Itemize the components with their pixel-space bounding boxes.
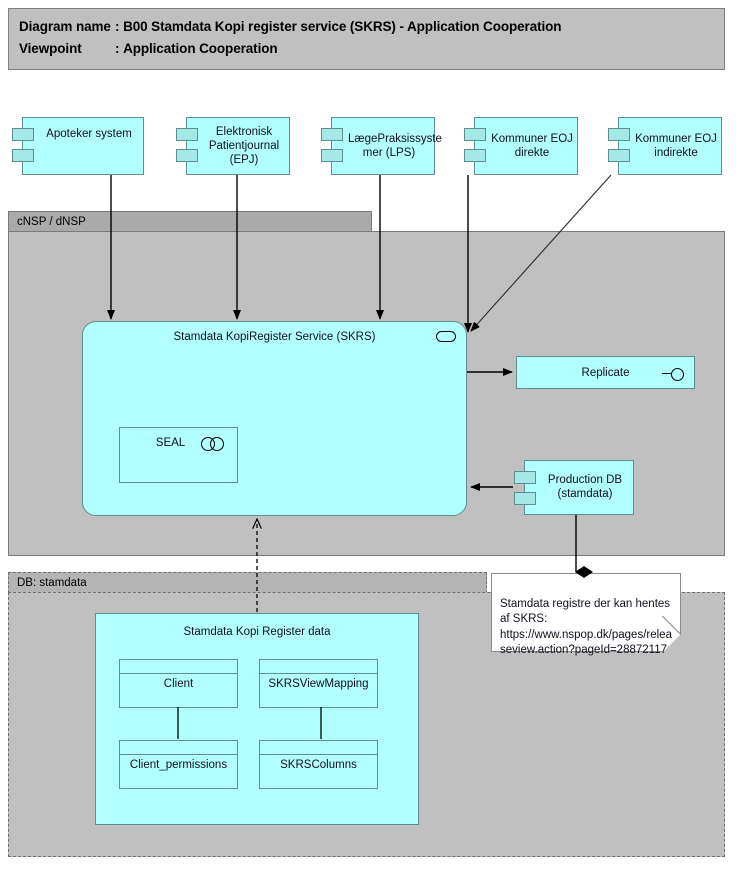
application-collaboration-icon	[201, 437, 227, 451]
data-object-client-permissions[interactable]: Client_permissions	[119, 740, 238, 789]
application-service-icon	[436, 331, 456, 342]
data-object-band-icon	[260, 754, 377, 755]
application-collaboration-label: SEAL	[155, 437, 186, 449]
data-container-label: Stamdata Kopi Register data	[183, 626, 331, 638]
component-nub-icon	[321, 149, 343, 162]
note-fold-corner-icon	[663, 634, 681, 652]
group-tab-cnsp-dnsp: cNSP / dNSP	[8, 211, 372, 232]
component-label: Kommuner EOJ indirekte	[635, 133, 717, 159]
component-elektronisk-patientjournal[interactable]: Elektronisk Patientjournal (EPJ)	[176, 117, 290, 175]
group-tab-db-stamdata: DB: stamdata	[8, 572, 487, 593]
data-object-skrsviewmapping[interactable]: SKRSViewMapping	[259, 659, 378, 708]
data-object-label: SKRSColumns	[280, 759, 357, 771]
component-nub-icon	[12, 128, 34, 141]
diagram-name-line: Diagram name: B00 Stamdata Kopi register…	[19, 19, 562, 34]
component-nub-icon	[514, 471, 536, 484]
component-label: LægePraksissyste mer (LPS)	[348, 133, 442, 159]
diagram-title-banner: Diagram name: B00 Stamdata Kopi register…	[8, 8, 725, 70]
component-nub-icon	[176, 149, 198, 162]
data-object-label: SKRSViewMapping	[268, 678, 369, 690]
application-interface-icon	[662, 367, 686, 381]
component-nub-icon	[514, 492, 536, 505]
note-text: Stamdata registre der kan hentes af SKRS…	[500, 597, 672, 657]
component-apoteker-system[interactable]: Apoteker system	[12, 117, 144, 175]
data-object-client[interactable]: Client	[119, 659, 238, 708]
component-laegepraksissystemer-lps[interactable]: LægePraksissyste mer (LPS)	[321, 117, 442, 175]
viewpoint-line: Viewpoint: Application Cooperation	[19, 41, 278, 56]
component-nub-icon	[608, 149, 630, 162]
data-object-skrscolumns[interactable]: SKRSColumns	[259, 740, 378, 789]
component-nub-icon	[12, 149, 34, 162]
component-nub-icon	[464, 128, 486, 141]
data-container-stamdata-kopi-register-data[interactable]: Stamdata Kopi Register data Client SKRSV…	[95, 613, 419, 825]
diagram-name-key: Diagram name	[19, 19, 111, 34]
application-service-skrs[interactable]: Stamdata KopiRegister Service (SKRS) SEA…	[82, 321, 467, 516]
component-label: Apoteker system	[46, 128, 132, 140]
data-object-band-icon	[260, 673, 377, 674]
diagram-note: Stamdata registre der kan hentes af SKRS…	[491, 573, 681, 656]
viewpoint-key: Viewpoint	[19, 41, 82, 56]
data-object-label: Client	[163, 678, 194, 690]
component-production-db[interactable]: Production DB (stamdata)	[514, 460, 634, 515]
diagram-name-separator: :	[115, 19, 120, 34]
viewpoint-value: Application Cooperation	[123, 41, 278, 56]
component-label: Production DB (stamdata)	[547, 474, 623, 500]
application-interface-label: Replicate	[581, 367, 630, 379]
component-nub-icon	[608, 128, 630, 141]
application-service-label: Stamdata KopiRegister Service (SKRS)	[173, 331, 376, 343]
data-object-label: Client_permissions	[129, 759, 228, 771]
application-interface-replicate[interactable]: Replicate	[516, 356, 695, 389]
component-nub-icon	[176, 128, 198, 141]
data-object-band-icon	[120, 754, 237, 755]
component-label: Elektronisk Patientjournal (EPJ)	[208, 126, 280, 166]
viewpoint-separator: :	[115, 41, 120, 56]
component-nub-icon	[321, 128, 343, 141]
diagram-name-value: B00 Stamdata Kopi register service (SKRS…	[123, 19, 562, 34]
component-kommuner-eoj-direkte[interactable]: Kommuner EOJ direkte	[464, 117, 578, 175]
component-label: Kommuner EOJ direkte	[491, 133, 573, 159]
data-object-band-icon	[120, 673, 237, 674]
component-nub-icon	[464, 149, 486, 162]
component-kommuner-eoj-indirekte[interactable]: Kommuner EOJ indirekte	[608, 117, 722, 175]
application-collaboration-seal[interactable]: SEAL	[119, 427, 238, 483]
